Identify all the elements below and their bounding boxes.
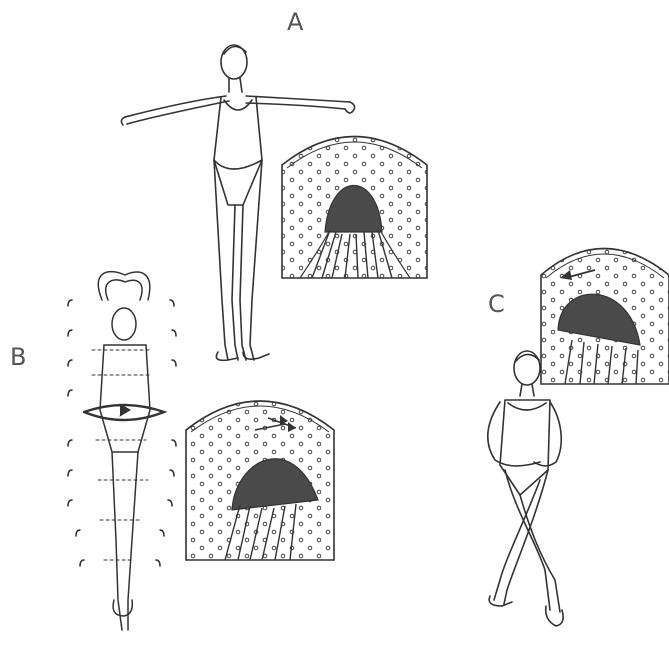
dancer-b-figure [68,272,176,630]
dancer-c-figure [488,351,563,626]
inner-ear-a-diagram [282,137,427,279]
inner-ear-b-diagram [186,401,334,560]
inner-ear-c-diagram [541,249,669,385]
